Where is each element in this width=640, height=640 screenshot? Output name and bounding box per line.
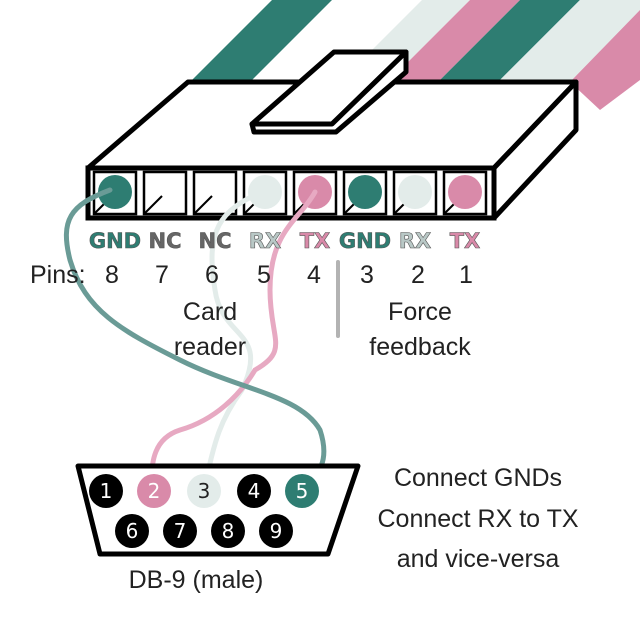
- db9-pin-5: 5: [285, 474, 319, 508]
- pin-number-4: 4: [307, 261, 321, 289]
- db9-pin-9: 9: [259, 514, 293, 548]
- pin-numbers-row: Pins: 8 7 6 5 4 3 2 1: [30, 261, 473, 289]
- pin-slot-5: [242, 170, 288, 216]
- db9-connector: 1 2 3 4 5 6 7 8 9 DB-9 (male): [75, 463, 361, 594]
- pin-dot-3: [348, 175, 382, 209]
- db9-pin-1: 1: [89, 474, 123, 508]
- pin-slots: [92, 170, 488, 216]
- pin-slot-3: [342, 170, 388, 216]
- group-labels: Card reader Force feedback: [174, 298, 471, 361]
- group-card-reader-line2: reader: [174, 333, 246, 361]
- db9-pin-number-7: 7: [174, 519, 187, 543]
- pin-dot-2: [398, 175, 432, 209]
- pin-number-3: 3: [360, 261, 374, 289]
- db9-pin-2: 2: [137, 474, 171, 508]
- pin-dot-1: [448, 175, 482, 209]
- pin-label-8: GND: [89, 229, 141, 253]
- db9-pin-6: 6: [115, 514, 149, 548]
- instructions: Connect GNDs Connect RX to TX and vice-v…: [377, 464, 578, 573]
- db9-pin-number-3: 3: [198, 479, 211, 503]
- db9-pin-number-2: 2: [148, 479, 161, 503]
- cable-stripe-tx-1: [388, 0, 520, 82]
- group-force-feedback-line2: feedback: [369, 333, 471, 361]
- group-force-feedback-line1: Force: [388, 298, 452, 326]
- db9-pin-number-9: 9: [270, 519, 283, 543]
- db9-pin-number-8: 8: [222, 519, 235, 543]
- pin-label-4: TX: [300, 229, 331, 253]
- pin-label-6: NC: [199, 229, 232, 253]
- db9-pin-number-6: 6: [126, 519, 139, 543]
- pin-number-5: 5: [257, 261, 271, 289]
- instruction-line-2: Connect RX to TX: [377, 505, 578, 533]
- pin-number-7: 7: [155, 261, 169, 289]
- pin-slot-1: [442, 170, 488, 216]
- wires: [63, 187, 327, 493]
- pin-labels: GND NC NC RX TX GND RX TX: [89, 229, 481, 254]
- wire-tx: [149, 189, 318, 493]
- cable-stripe-gnd-right: [438, 0, 580, 82]
- cable-stripe-gnd-left: [190, 0, 332, 82]
- cable-stripes: [190, 0, 640, 110]
- pin-label-3: GND: [339, 229, 391, 253]
- pin-label-5: RX: [249, 229, 281, 253]
- db9-pin-8: 8: [211, 514, 245, 548]
- cable-stripe-tx-2: [570, 10, 640, 110]
- pin-number-8: 8: [105, 261, 119, 289]
- pin-dot-8: [98, 175, 132, 209]
- pin-slot-6: [192, 170, 238, 216]
- db9-pin-number-5: 5: [296, 479, 309, 503]
- pin-label-7: NC: [149, 229, 182, 253]
- db9-caption: DB-9 (male): [129, 566, 264, 594]
- pin-slot-8: [92, 170, 138, 216]
- pin-number-2: 2: [411, 261, 425, 289]
- cable-stripe-rx-2: [498, 0, 640, 82]
- group-card-reader-line1: Card: [183, 298, 237, 326]
- pins-prefix: Pins:: [30, 261, 86, 289]
- pin-slot-7: [142, 170, 188, 216]
- pin-slot-2: [392, 170, 438, 216]
- pin-number-6: 6: [205, 261, 219, 289]
- pin-dot-5: [248, 175, 282, 209]
- db9-pin-3: 3: [187, 474, 221, 508]
- pin-label-1: TX: [450, 229, 481, 253]
- pin-number-1: 1: [459, 261, 473, 289]
- db9-pin-7: 7: [163, 514, 197, 548]
- wire-gnd: [63, 187, 327, 493]
- connector-latch-side: [249, 49, 409, 135]
- db9-pin-number-1: 1: [100, 479, 113, 503]
- pin-label-2: RX: [399, 229, 431, 253]
- wire-rx: [202, 189, 265, 488]
- db9-pin-4: 4: [237, 474, 271, 508]
- instruction-line-1: Connect GNDs: [394, 464, 562, 492]
- db9-pin-number-4: 4: [248, 479, 261, 503]
- instruction-line-3: and vice-versa: [397, 545, 560, 573]
